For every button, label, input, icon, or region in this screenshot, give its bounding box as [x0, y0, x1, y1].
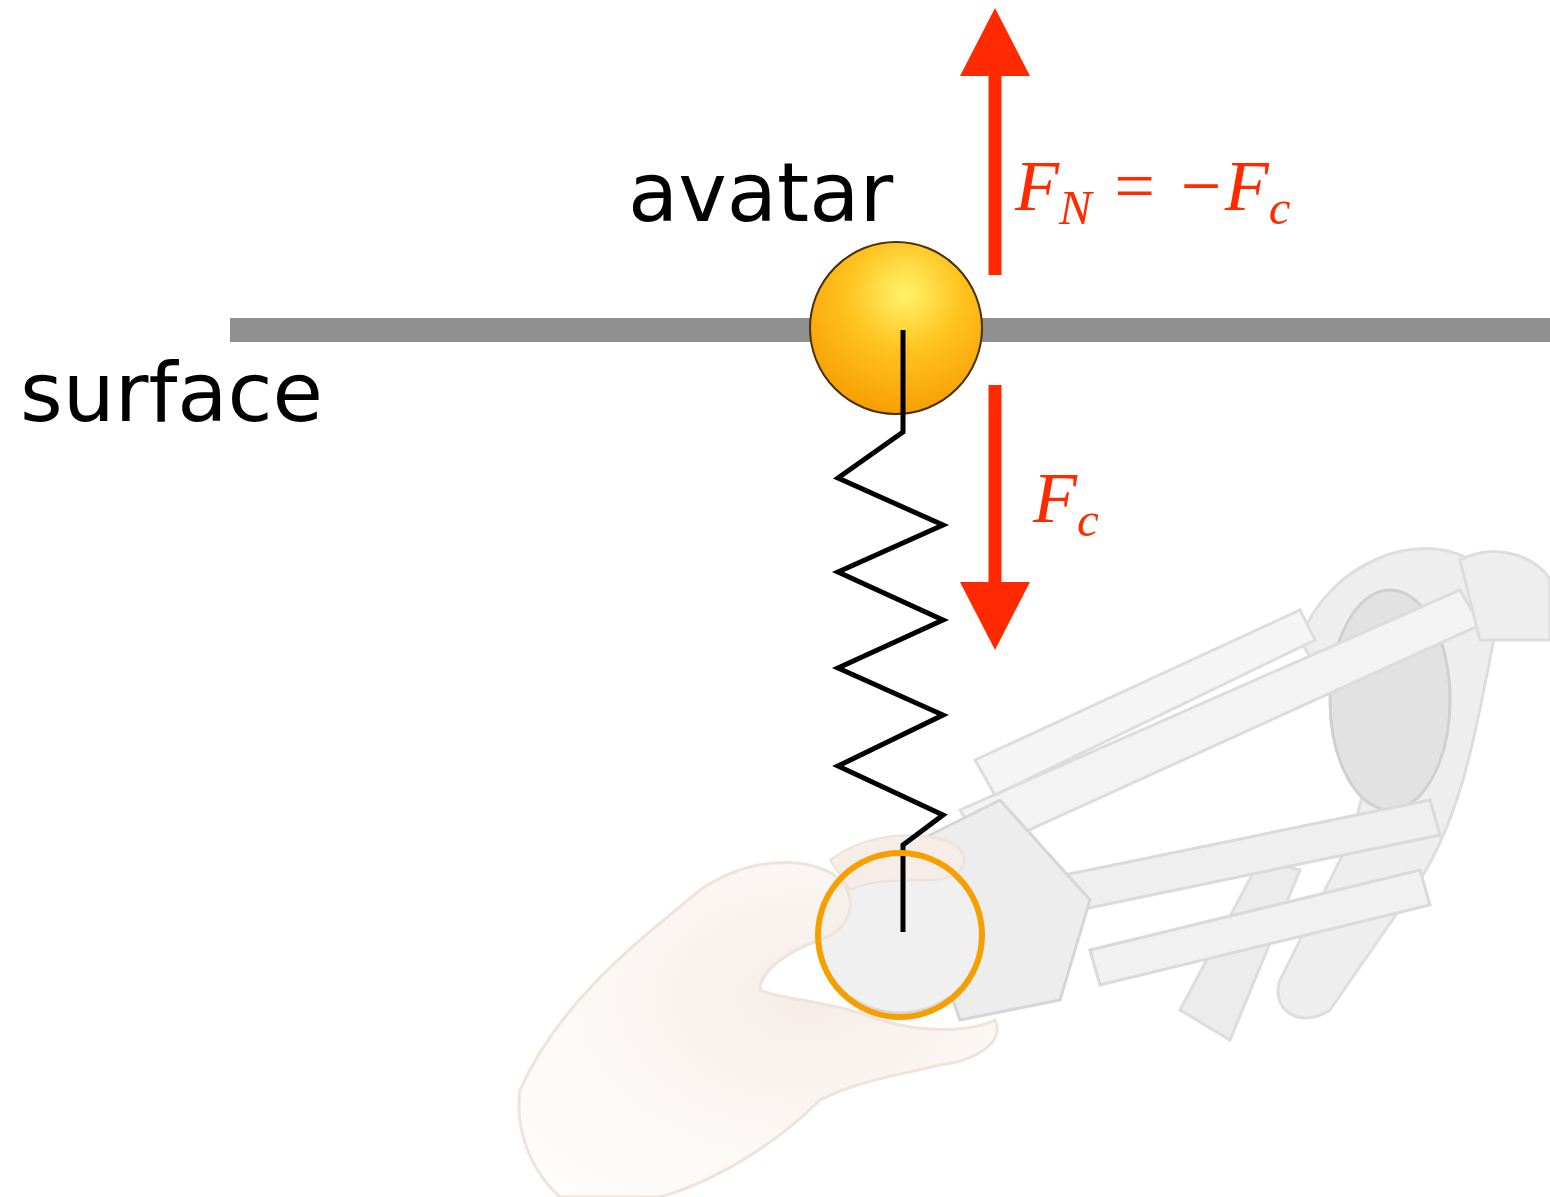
device-arm [1090, 870, 1430, 985]
avatar-label: avatar [628, 152, 893, 234]
coupling-force-arrow [989, 385, 1002, 590]
surface-label: surface [20, 352, 323, 434]
force-label: FN = −Fc [1015, 150, 1291, 233]
virtual-coupling-spring [838, 330, 943, 932]
normal-force-arrow [989, 70, 1002, 275]
device-top [1460, 552, 1550, 640]
force-label: Fc [1033, 462, 1099, 545]
hand [519, 863, 997, 1197]
avatar-sphere: avatar [610, 138, 990, 420]
device-proxy-ring [818, 853, 982, 1017]
surface-band: surface [0, 300, 1550, 470]
device-arm [975, 610, 1315, 795]
thumb [830, 835, 964, 890]
avatar-circle [810, 242, 982, 414]
arrow-head [960, 8, 1030, 76]
arrow-head [960, 582, 1030, 650]
